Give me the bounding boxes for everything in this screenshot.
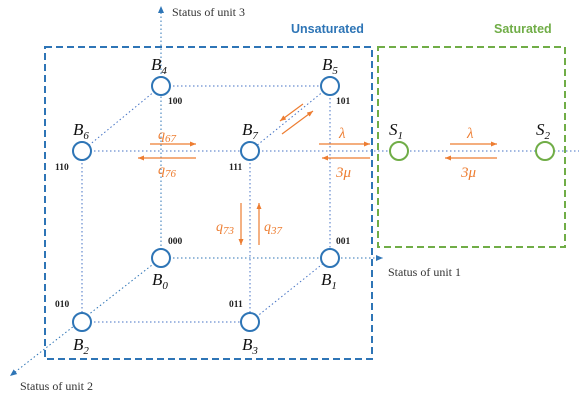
label-B2: B2	[73, 335, 89, 357]
arrow-B5-B7	[279, 103, 304, 122]
node-B0	[151, 248, 171, 268]
node-B2	[72, 312, 92, 332]
rate-mu1: 3μ	[335, 165, 352, 181]
code-B6: 110	[55, 163, 69, 173]
label-B7: B7	[242, 120, 258, 142]
saturated-region	[377, 46, 566, 248]
axis-label-unit2: Status of unit 2	[20, 379, 93, 393]
node-S1	[389, 141, 409, 161]
code-B0: 000	[168, 237, 183, 247]
label-B1: B1	[321, 270, 337, 292]
label-B3: B3	[242, 335, 258, 357]
code-B2: 010	[55, 300, 70, 310]
label-B4: B4	[151, 55, 167, 77]
axis-label-unit3: Status of unit 3	[172, 5, 245, 19]
arrow-B7-B5	[281, 110, 314, 135]
unsaturated-region	[44, 46, 373, 360]
node-B3	[240, 312, 260, 332]
edge-B3-B1	[249, 257, 331, 323]
label-B0: B0	[152, 270, 168, 292]
rate-q67: q67	[158, 128, 177, 145]
unsaturated-title: Unsaturated	[291, 22, 364, 36]
rate-q76: q76	[158, 163, 177, 180]
label-B6: B6	[73, 120, 89, 142]
node-B6	[72, 141, 92, 161]
nodes	[72, 76, 555, 332]
rate-lambda1: λ	[338, 126, 346, 142]
node-B1	[320, 248, 340, 268]
saturated-title: Saturated	[494, 22, 552, 36]
rate-mu2: 3μ	[460, 165, 477, 181]
label-S1: S1	[389, 120, 403, 142]
axis-label-unit1: Status of unit 1	[388, 265, 461, 279]
node-S2	[535, 141, 555, 161]
code-B4: 100	[168, 97, 183, 107]
rate-q73: q73	[216, 220, 235, 237]
rate-q37: q37	[264, 220, 283, 237]
code-B3: 011	[229, 300, 243, 310]
code-B7: 111	[229, 163, 242, 173]
edge-B5-B7	[249, 85, 331, 152]
node-B7	[240, 141, 260, 161]
label-B5: B5	[322, 55, 338, 77]
node-B4	[151, 76, 171, 96]
label-S2: S2	[536, 120, 551, 142]
code-B1: 001	[336, 237, 351, 247]
edge-B4-B6	[81, 85, 162, 152]
cube-edges	[81, 85, 579, 323]
rate-lambda2: λ	[466, 126, 474, 142]
rate-arrows	[138, 103, 497, 245]
node-B5	[320, 76, 340, 96]
code-B5: 101	[336, 97, 351, 107]
